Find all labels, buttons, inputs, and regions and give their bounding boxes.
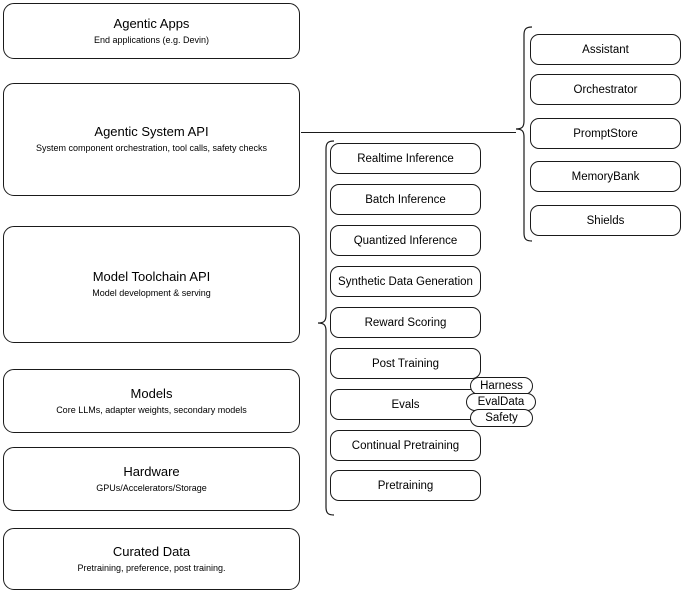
toolchain-item-reward-scoring[interactable]: Reward Scoring [330, 307, 481, 338]
system-component-shields[interactable]: Shields [530, 205, 681, 236]
layer-subtitle: Model development & serving [92, 288, 211, 298]
system-component-promptstore[interactable]: PromptStore [530, 118, 681, 149]
toolchain-item-synthetic-data-generation[interactable]: Synthetic Data Generation [330, 266, 481, 297]
connector-system-api-to-components [301, 131, 516, 133]
layer-title: Agentic Apps [113, 15, 190, 31]
layer-subtitle: GPUs/Accelerators/Storage [96, 482, 207, 493]
layer-agentic-system-api[interactable]: Agentic System API System component orch… [3, 83, 300, 196]
evals-pill-evaldata[interactable]: EvalData [466, 393, 536, 411]
toolchain-item-quantized-inference[interactable]: Quantized Inference [330, 225, 481, 256]
layer-subtitle: System component orchestration, tool cal… [35, 143, 268, 153]
toolchain-item-batch-inference[interactable]: Batch Inference [330, 184, 481, 215]
evals-pill-safety[interactable]: Safety [470, 409, 533, 427]
layer-title: Curated Data [112, 543, 191, 559]
layer-model-toolchain-api[interactable]: Model Toolchain API Model development & … [3, 226, 300, 343]
layer-title: Agentic System API [94, 124, 209, 139]
layer-title: Hardware [123, 463, 180, 479]
layer-curated-data[interactable]: Curated Data Pretraining, preference, po… [3, 528, 300, 590]
layer-hardware[interactable]: Hardware GPUs/Accelerators/Storage [3, 447, 300, 511]
layer-agentic-apps[interactable]: Agentic Apps End applications (e.g. Devi… [3, 3, 300, 59]
layer-subtitle: End applications (e.g. Devin) [93, 34, 210, 45]
system-component-memorybank[interactable]: MemoryBank [530, 161, 681, 192]
toolchain-item-pretraining[interactable]: Pretraining [330, 470, 481, 501]
brace-system-components [515, 26, 533, 242]
toolchain-item-evals[interactable]: Evals [330, 389, 481, 420]
brace-toolchain [317, 140, 335, 516]
layer-models[interactable]: Models Core LLMs, adapter weights, secon… [3, 369, 300, 433]
system-component-orchestrator[interactable]: Orchestrator [530, 74, 681, 105]
layer-title: Models [130, 385, 173, 401]
layer-title: Model Toolchain API [92, 269, 211, 284]
toolchain-item-realtime-inference[interactable]: Realtime Inference [330, 143, 481, 174]
layer-subtitle: Core LLMs, adapter weights, secondary mo… [56, 404, 247, 415]
system-component-assistant[interactable]: Assistant [530, 34, 681, 65]
evals-pill-harness[interactable]: Harness [470, 377, 533, 395]
layer-subtitle: Pretraining, preference, post training. [77, 562, 226, 573]
toolchain-item-post-training[interactable]: Post Training [330, 348, 481, 379]
toolchain-item-continual-pretraining[interactable]: Continual Pretraining [330, 430, 481, 461]
